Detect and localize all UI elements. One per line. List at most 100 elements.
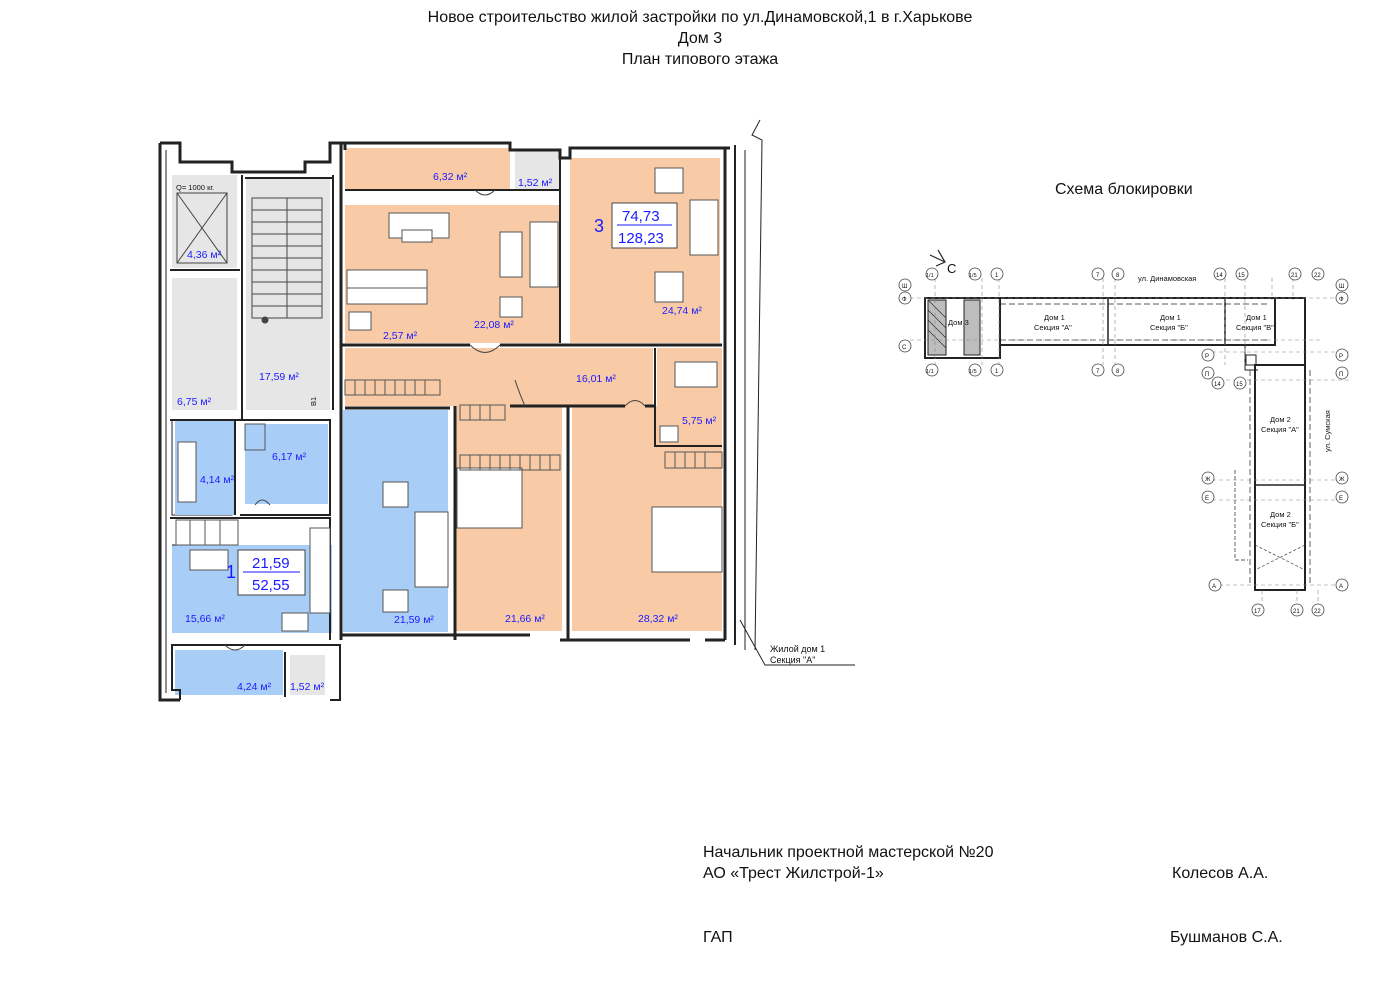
area-lift: 4,36 м² (187, 249, 222, 261)
apt1-number: 1 (226, 562, 236, 582)
walls (158, 119, 763, 702)
signature-name-1: Колесов А.А. (1172, 865, 1269, 882)
area-living-apt1: 21,59 м² (394, 614, 434, 626)
neighbor-leader (739, 619, 855, 666)
area-bedroom-2: 28,32 м² (638, 613, 678, 625)
blocking-scheme: Схема блокировки С (898, 181, 1350, 617)
signature-org: АО «Трест Жилстрой-1» (703, 865, 884, 882)
scheme-axes (910, 278, 1350, 605)
drawing-title: Новое строительство жилой застройки по у… (427, 9, 973, 26)
signature-role-2: ГАП (703, 929, 733, 946)
corridor (345, 348, 653, 406)
svg-text:21: 21 (1293, 609, 1300, 615)
svg-text:17: 17 (1254, 609, 1261, 615)
lift-cross (176, 192, 228, 264)
svg-text:7: 7 (1096, 273, 1100, 279)
plan-subtitle: План типового этажа (621, 51, 779, 68)
svg-text:14: 14 (1216, 273, 1223, 279)
balcony-top-small (515, 150, 560, 190)
area-balcony-bottom-small: 1,52 м² (290, 681, 325, 693)
signature-role-1: Начальник проектной мастерской №20 (703, 844, 994, 861)
area-balcony-top-small: 1,52 м² (518, 177, 553, 189)
apt3-number: 3 (594, 216, 604, 236)
svg-text:Ф: Ф (902, 297, 907, 303)
svg-text:15: 15 (1236, 382, 1243, 388)
svg-text:Е: Е (1339, 496, 1343, 502)
area-bath-right: 5,75 м² (682, 415, 717, 427)
area-stairs: 17,59 м² (259, 371, 299, 383)
axis-bubbles (898, 267, 1349, 617)
scheme-dom3: Дом 3 (948, 318, 969, 327)
svg-text:1/1: 1/1 (926, 273, 934, 279)
north-arrow (929, 249, 946, 267)
lift-label: В1 (309, 397, 318, 406)
area-hall-apt1: 6,17 м² (272, 451, 307, 463)
scheme-d2b-section: Секция "Б" (1261, 520, 1299, 529)
axis-labels: 1/1 1/5 1 7 8 14 15 21 22 1/1 1/5 1 7 8 … (902, 273, 1345, 615)
north-label: С (947, 261, 956, 276)
scheme-d1b-house: Дом 1 (1160, 313, 1181, 322)
area-balcony-bottom: 4,24 м² (237, 681, 272, 693)
apt1-total: 52,55 (252, 577, 290, 594)
svg-text:С: С (902, 345, 907, 351)
neighbor-section: Секция "А" (770, 655, 815, 665)
svg-text:Ф: Ф (1339, 297, 1344, 303)
scheme-d2a-section: Секция "А" (1261, 425, 1299, 434)
svg-text:Ж: Ж (1205, 477, 1211, 483)
svg-text:Ш: Ш (1339, 284, 1345, 290)
street-dinamovskaya: ул. Динамовская (1138, 274, 1196, 283)
scheme-title: Схема блокировки (1055, 181, 1193, 198)
scheme-d1v-section: Секция "В" (1236, 323, 1274, 332)
wardrobes (175, 379, 723, 546)
area-wc-small: 2,57 м² (383, 330, 418, 342)
svg-text:1: 1 (995, 273, 999, 279)
area-kitchen-apt1: 15,66 м² (185, 613, 225, 625)
svg-text:П: П (1205, 372, 1209, 378)
apt1-living: 21,59 (252, 555, 290, 572)
balcony-top (345, 148, 510, 190)
svg-text:1/1: 1/1 (926, 369, 934, 375)
neighbor-house: Жилой дом 1 (770, 644, 825, 654)
stair-steps (251, 197, 323, 324)
svg-text:А: А (1212, 584, 1216, 590)
area-kitchen-living: 22,08 м² (474, 319, 514, 331)
area-bedroom-1: 21,66 м² (505, 613, 545, 625)
balcony-bottom (175, 650, 283, 695)
svg-text:1/5: 1/5 (969, 273, 977, 279)
door-swings (224, 189, 646, 651)
svg-text:Ш: Ш (902, 284, 908, 290)
svg-text:Е: Е (1205, 496, 1209, 502)
scheme-d1v-house: Дом 1 (1246, 313, 1267, 322)
svg-text:1: 1 (995, 369, 999, 375)
area-balcony-top: 6,32 м² (433, 171, 468, 183)
scheme-d1b-section: Секция "Б" (1150, 323, 1188, 332)
balcony-bottom-small (290, 655, 325, 695)
svg-text:8: 8 (1116, 369, 1120, 375)
hall-apt1 (245, 424, 328, 504)
svg-text:Р: Р (1339, 354, 1343, 360)
area-hall-left: 6,75 м² (177, 396, 212, 408)
house-number: Дом 3 (677, 30, 723, 47)
signature-name-2: Бушманов С.А. (1170, 929, 1283, 946)
svg-text:Ж: Ж (1339, 477, 1345, 483)
area-bath-left: 4,14 м² (200, 474, 235, 486)
scheme-d1a-house: Дом 1 (1044, 313, 1065, 322)
svg-text:П: П (1339, 372, 1343, 378)
area-room-top-right: 24,74 м² (662, 305, 702, 317)
scheme-d2b-house: Дом 2 (1270, 510, 1291, 519)
floor-plan: Q= 1000 кг. В1 4,36 м² 6,75 м² 17,59 м² … (158, 119, 855, 702)
svg-text:8: 8 (1116, 273, 1120, 279)
svg-text:7: 7 (1096, 369, 1100, 375)
svg-text:22: 22 (1314, 609, 1321, 615)
apt3-total: 128,23 (618, 230, 664, 247)
svg-text:14: 14 (1214, 382, 1221, 388)
lift-capacity: Q= 1000 кг. (176, 183, 214, 192)
furniture (177, 167, 723, 632)
svg-text:А: А (1339, 584, 1343, 590)
svg-text:Р: Р (1205, 354, 1209, 360)
scheme-d2a-house: Дом 2 (1270, 415, 1291, 424)
svg-text:22: 22 (1314, 273, 1321, 279)
svg-text:1/5: 1/5 (969, 369, 977, 375)
svg-text:21: 21 (1291, 273, 1298, 279)
